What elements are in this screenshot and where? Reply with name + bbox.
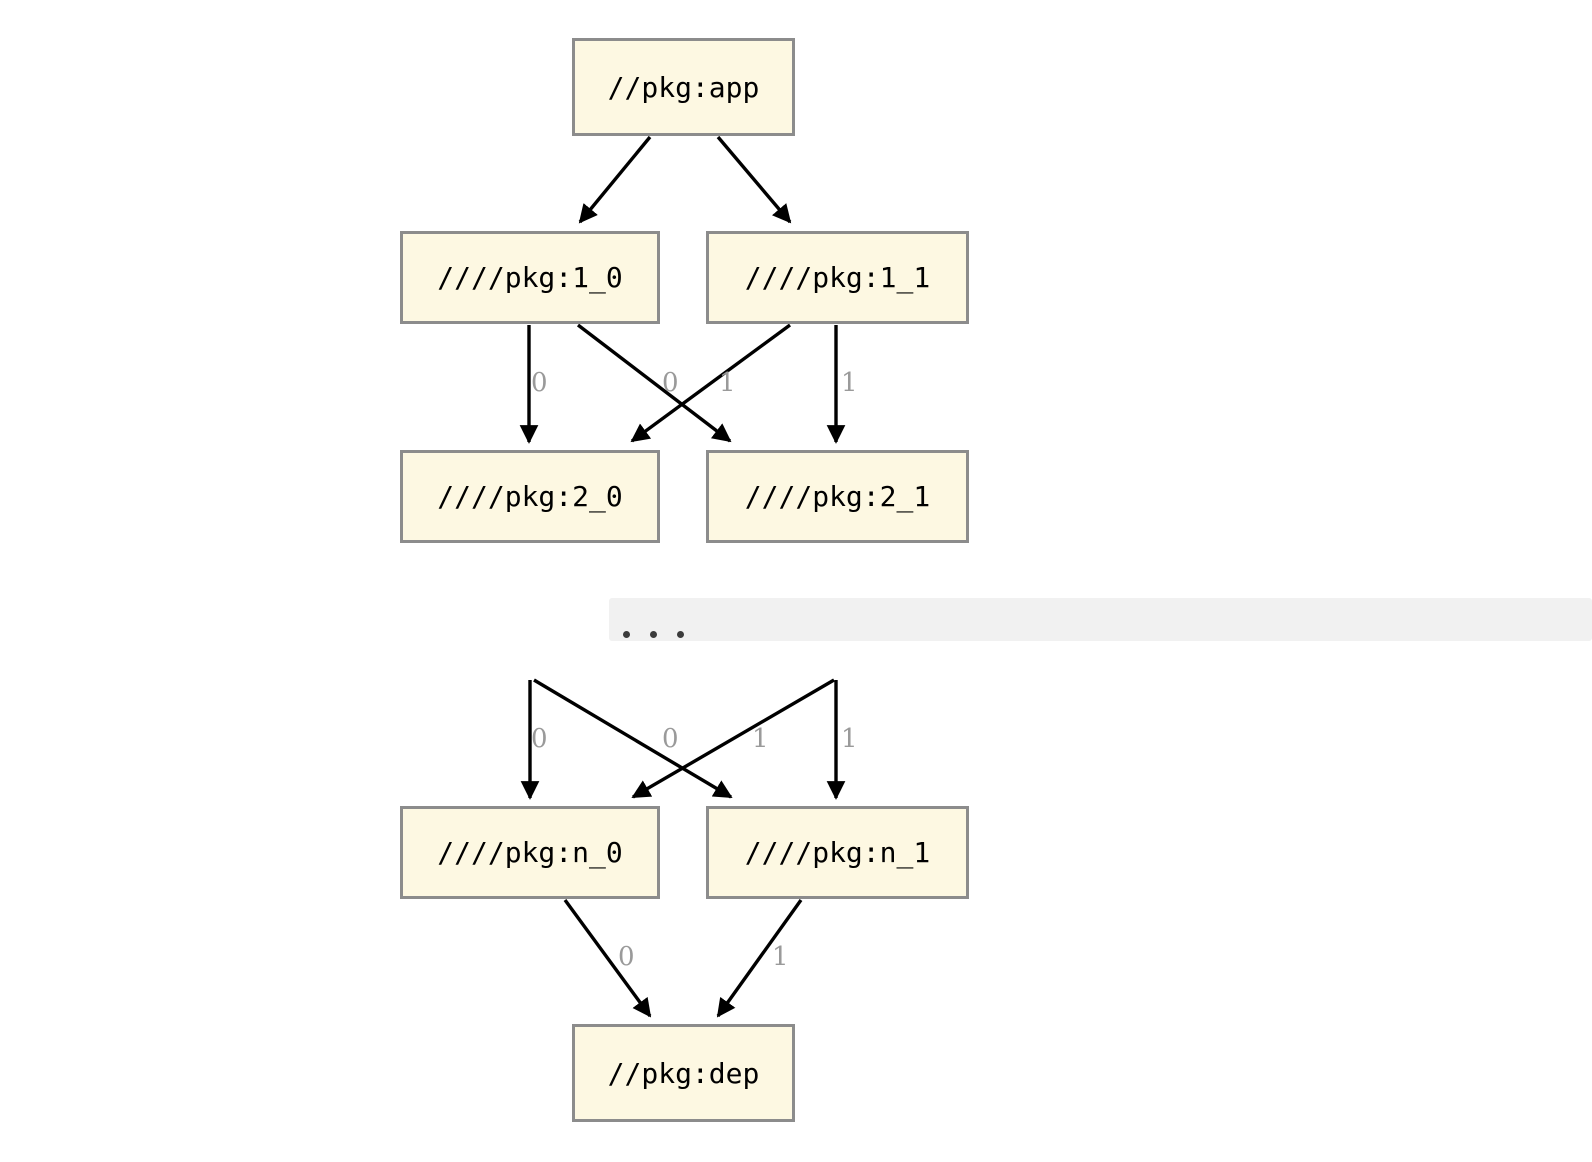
ellipsis-dot-1: [623, 631, 630, 638]
collapsed-rows-band[interactable]: [609, 598, 1592, 641]
edge-label-hidden0-to-n_1: 0: [662, 724, 679, 754]
edge-n_0-to-dep: [563, 898, 652, 1018]
node-pkg-2_1[interactable]: ////pkg:2_1: [706, 450, 969, 543]
node-app[interactable]: //pkg:app: [572, 38, 795, 136]
edge-label-hidden1-to-n_0: 1: [752, 724, 769, 754]
edge-app-to-1_1: [716, 135, 792, 224]
node-dep-label: //pkg:dep: [607, 1056, 760, 1090]
edge-label-1_1-to-2_0: 1: [719, 368, 736, 398]
node-pkg-n_1-label: ////pkg:n_1: [744, 836, 931, 869]
node-app-label: //pkg:app: [607, 70, 760, 104]
edge-app-to-1_0: [578, 135, 652, 224]
edge-label-1_0-to-2_0: 0: [531, 368, 548, 398]
ellipsis-dot-3: [677, 631, 684, 638]
edge-label-hidden1-to-n_1: 1: [841, 724, 858, 754]
node-pkg-2_0[interactable]: ////pkg:2_0: [400, 450, 660, 543]
edge-label-1_0-to-2_1: 0: [662, 368, 679, 398]
edge-label-hidden0-to-n_0: 0: [531, 724, 548, 754]
node-pkg-2_1-label: ////pkg:2_1: [744, 480, 931, 513]
edge-label-n_1-to-dep: 1: [772, 942, 789, 972]
ellipsis-icon: [623, 631, 684, 638]
node-pkg-n_0[interactable]: ////pkg:n_0: [400, 806, 660, 899]
ellipsis-dot-2: [650, 631, 657, 638]
node-pkg-1_0-label: ////pkg:1_0: [437, 261, 623, 294]
edge-label-n_0-to-dep: 0: [618, 942, 635, 972]
edge-1_1-to-2_0: [630, 323, 792, 443]
node-pkg-n_1[interactable]: ////pkg:n_1: [706, 806, 969, 899]
edge-1_0-to-2_1: [576, 323, 732, 443]
node-pkg-1_1[interactable]: ////pkg:1_1: [706, 231, 969, 324]
node-pkg-1_1-label: ////pkg:1_1: [744, 261, 931, 294]
node-dep[interactable]: //pkg:dep: [572, 1024, 795, 1122]
edge-hidden0-to-n_1: [533, 678, 733, 799]
node-pkg-n_0-label: ////pkg:n_0: [437, 836, 623, 869]
edge-n_1-to-dep: [716, 899, 803, 1018]
edge-label-1_1-to-2_1: 1: [841, 368, 858, 398]
node-pkg-1_0[interactable]: ////pkg:1_0: [400, 231, 660, 324]
node-pkg-2_0-label: ////pkg:2_0: [437, 480, 623, 513]
